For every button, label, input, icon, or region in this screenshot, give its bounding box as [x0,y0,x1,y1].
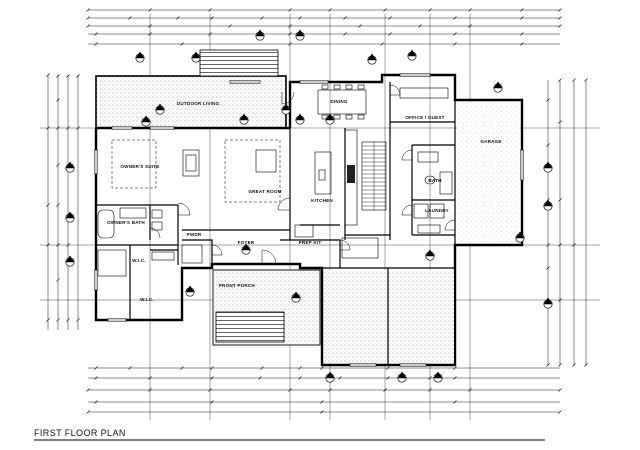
label-pwdr: PWDR [187,232,202,237]
top-dimension-strings [86,8,562,46]
label-kitchen: KITCHEN [311,198,333,203]
label-owners-bath: OWNER'S BATH [107,220,145,225]
front-steps [215,311,285,343]
great-room-fixtures [182,139,281,203]
label-outdoor-living: OUTDOOR LIVING [177,101,220,106]
staircase [341,141,387,259]
label-wic-b: W.I.C. [132,258,146,263]
window-markers [94,73,524,367]
door-swings [149,84,456,265]
label-bath: BATH [428,178,442,183]
front-garage-slab [324,270,454,363]
drawing-title-block: FIRST FLOOR PLAN [34,428,545,441]
section-tags [65,29,553,383]
label-great-room: GREAT ROOM [248,189,281,194]
left-dimension-strings [47,75,79,330]
bottom-dimension-strings [86,366,562,414]
bath-laundry-fixtures [413,151,453,234]
label-garage: GARAGE [480,139,501,144]
label-foyer: FOYER [238,240,255,245]
garage-floor [457,102,520,243]
label-owners-suite: OWNER'S SUITE [120,164,159,169]
label-laundry: LAUNDRY [425,208,449,213]
rear-steps [199,49,279,77]
room-labels: OUTDOOR LIVING DINING OFFICE / GUEST GAR… [107,99,501,302]
kitchen-fixtures [294,129,358,238]
owners-bath-fixtures [97,207,203,277]
label-wic-a: W.I.C. [140,297,154,302]
owners-bed [111,139,157,189]
right-dimension-strings [547,80,587,365]
label-dining: DINING [330,99,348,104]
label-office-guest: OFFICE / GUEST [405,115,444,120]
label-front-porch: FRONT PORCH [219,283,255,288]
office-desk [399,87,449,99]
drawing-title: FIRST FLOOR PLAN [34,428,126,438]
label-prep-kit: PREP KIT [299,240,322,245]
